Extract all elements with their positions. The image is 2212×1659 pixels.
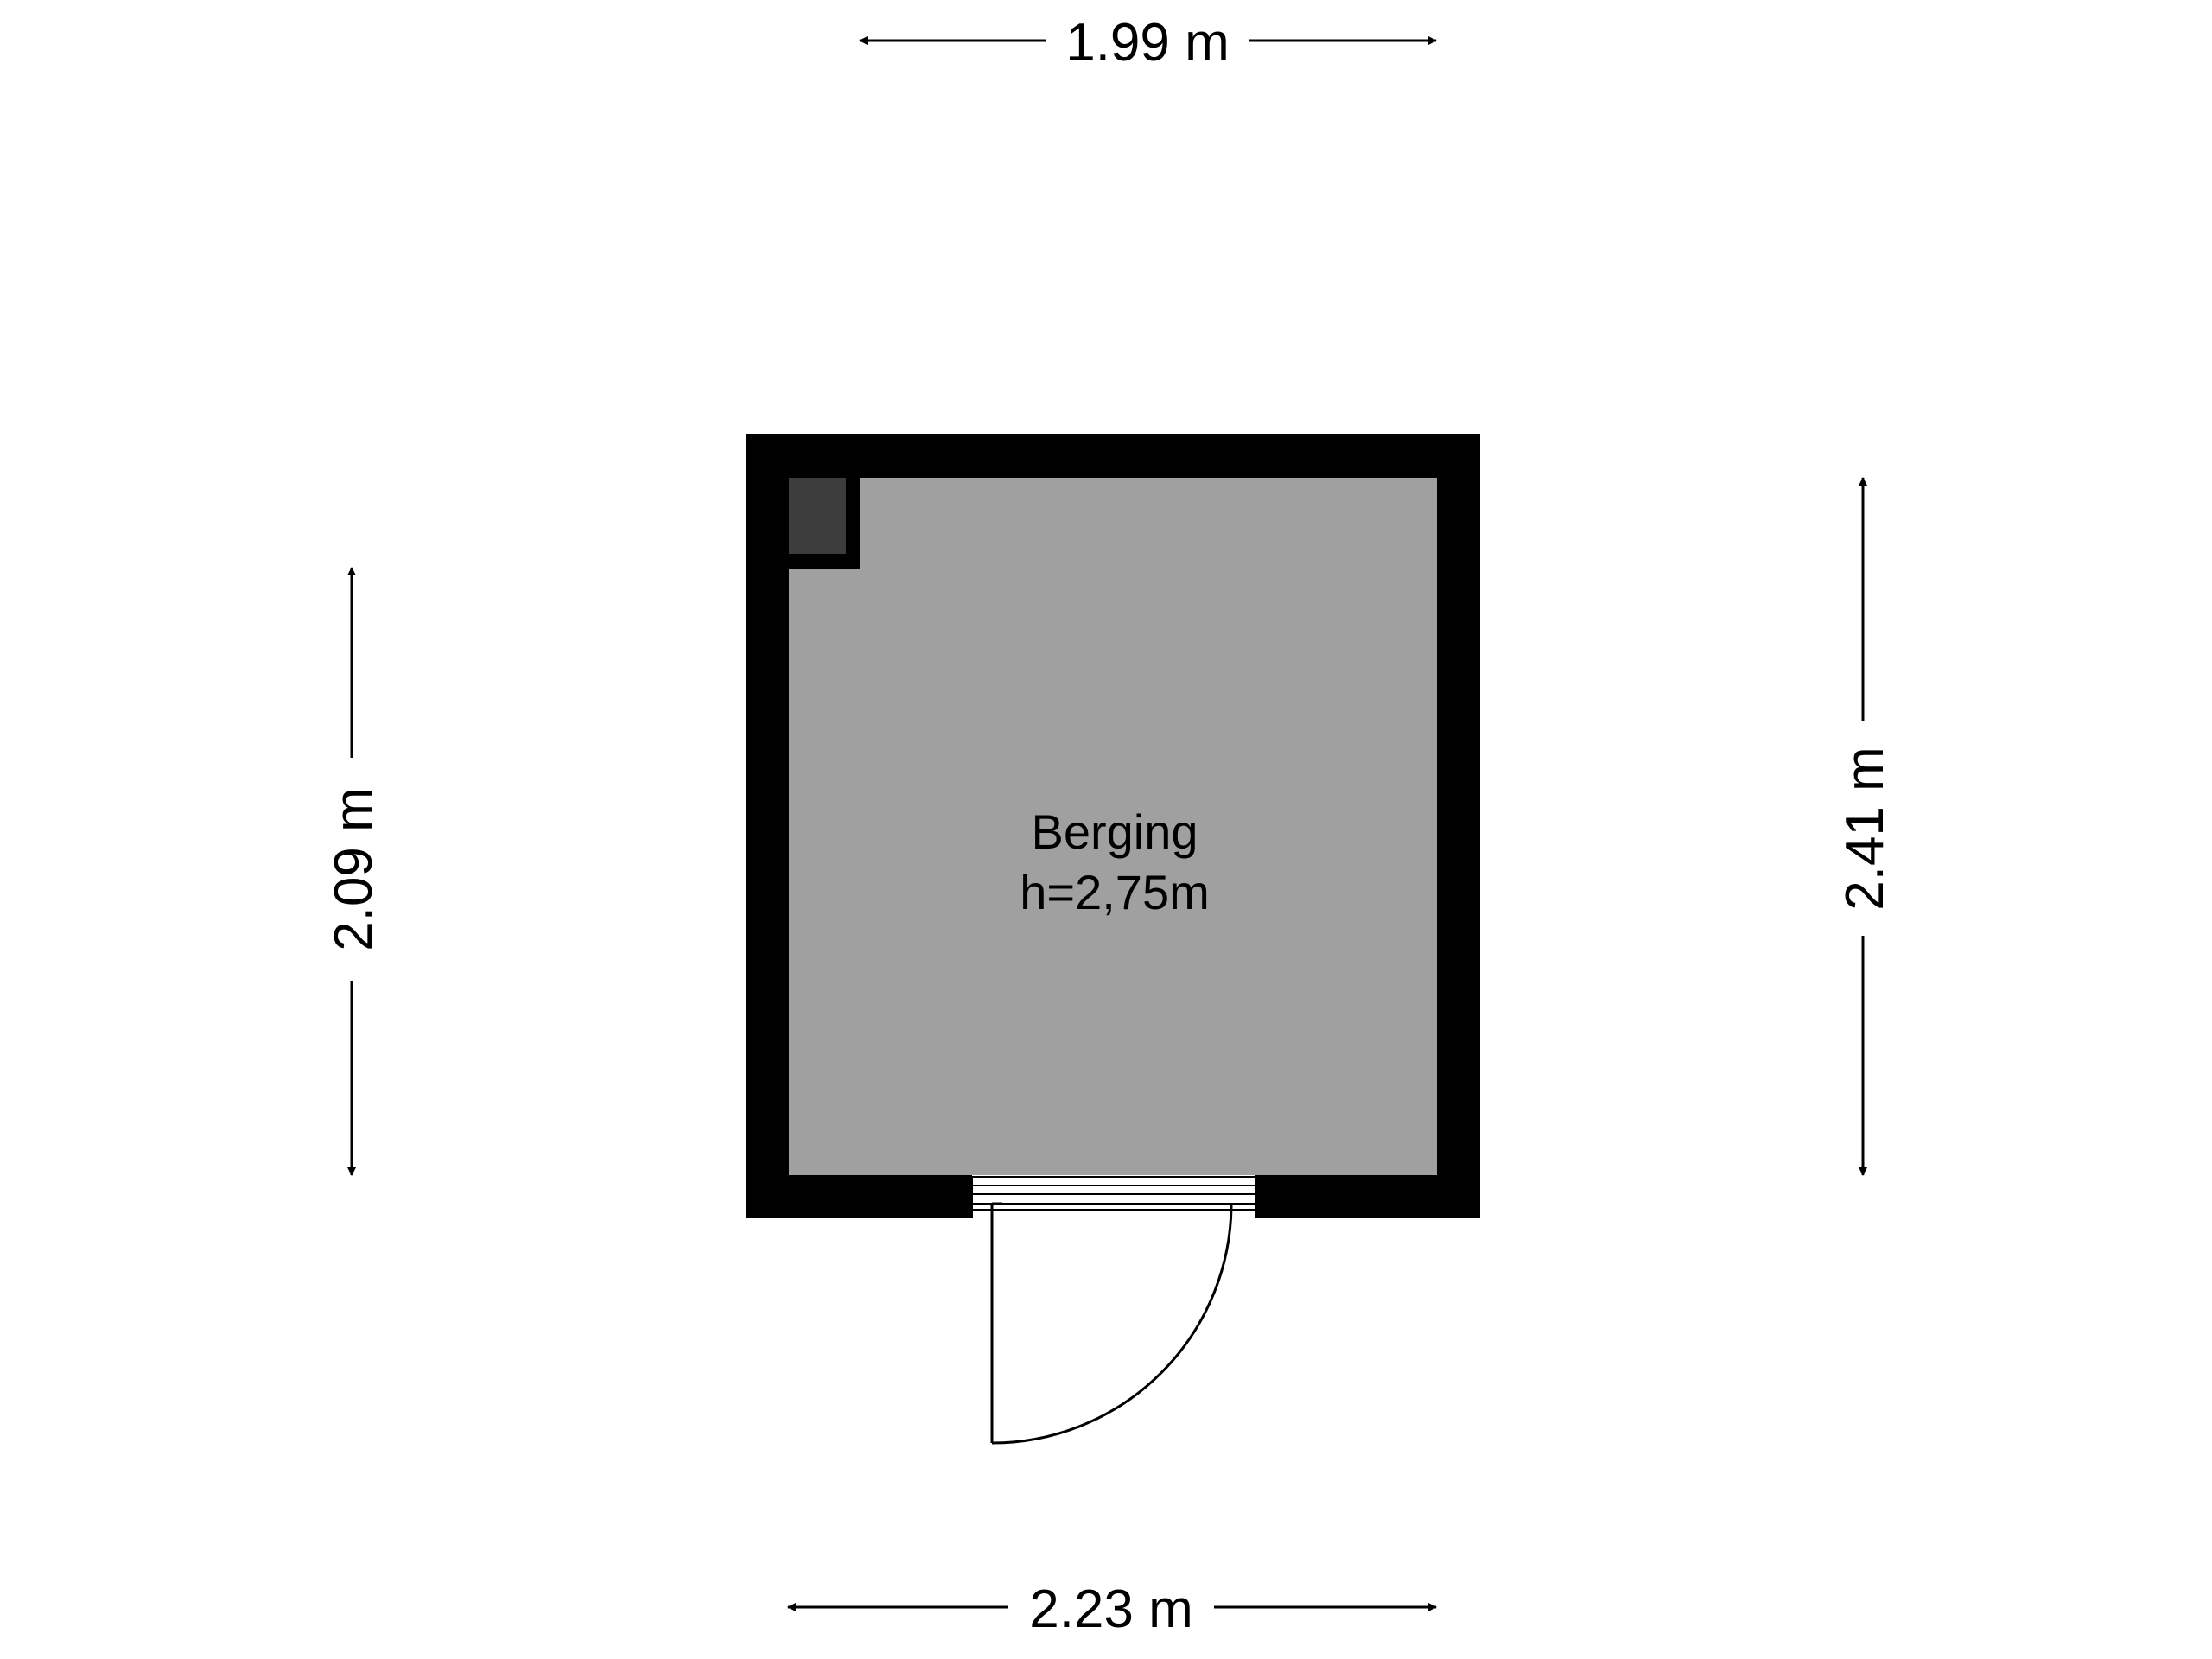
room-height: h=2,75m: [1020, 865, 1210, 919]
dimension-bottom-label: 2.23 m: [1029, 1580, 1193, 1639]
door-swing: [990, 1202, 1233, 1445]
door-opening: [972, 1175, 1255, 1218]
dimension-right-label: 2.41 m: [1835, 747, 1895, 911]
corner-column: [789, 478, 846, 554]
dimension-top-label: 1.99 m: [1065, 13, 1230, 73]
dimension-left-label: 2.09 m: [324, 787, 384, 951]
room-name: Berging: [1031, 804, 1198, 859]
room-floor: [789, 478, 1437, 1175]
door-threshold: [971, 1176, 1256, 1218]
